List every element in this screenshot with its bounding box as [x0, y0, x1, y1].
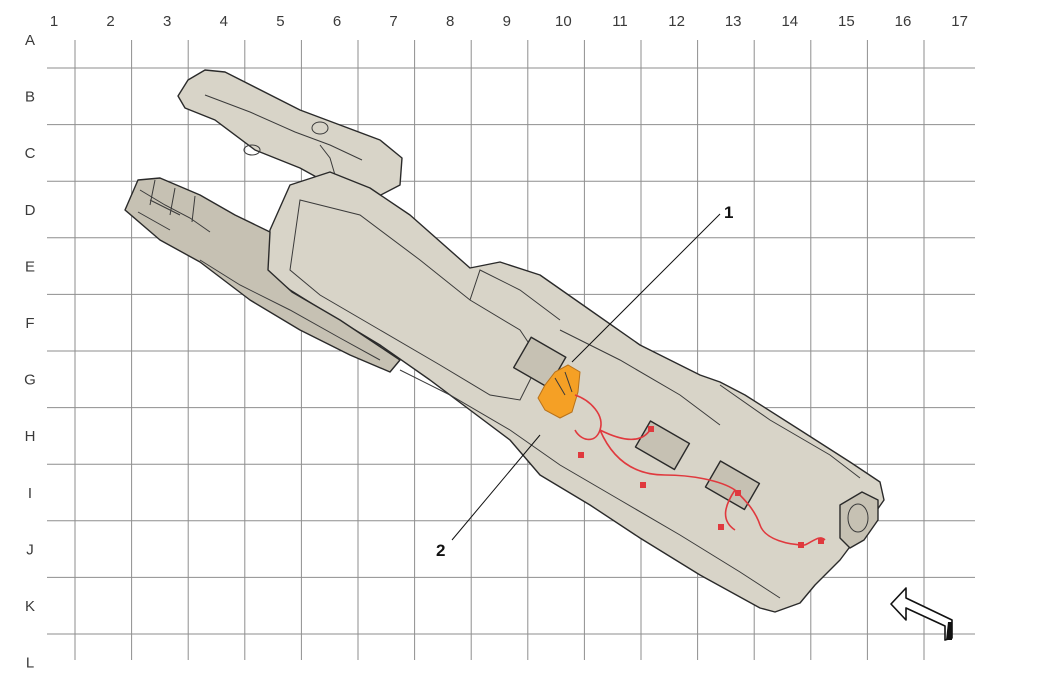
grid-row-label: E [25, 258, 35, 275]
grid-row-label: G [24, 372, 36, 389]
grid-column-label: 15 [838, 13, 855, 30]
grid-column-label: 5 [276, 13, 284, 30]
highlighted-component [537, 364, 581, 419]
grid-column-label: 9 [503, 13, 511, 30]
grid-column-label: 17 [951, 13, 968, 30]
wiring-harness [574, 394, 826, 546]
grid-row-label: H [25, 428, 36, 445]
grid-row-label: K [25, 598, 35, 615]
grid-row-label: J [26, 541, 34, 558]
lower-rail [399, 369, 781, 599]
upper-arm-housing [177, 69, 403, 199]
grid-row-label: C [25, 145, 36, 162]
rear-end-cap [839, 491, 879, 549]
grid-column-label: 8 [446, 13, 454, 30]
grid-column-label: 16 [895, 13, 912, 30]
grid-row-label: L [26, 655, 34, 672]
grid-row-label: F [25, 315, 34, 332]
left-storage-tray [124, 177, 401, 373]
wiring-connectors [578, 426, 824, 548]
grid-column-label: 7 [389, 13, 397, 30]
grid-row-label: A [25, 32, 35, 49]
center-console-assembly [124, 69, 885, 613]
grid-row-label: D [25, 202, 36, 219]
grid-column-label: 14 [781, 13, 798, 30]
grid-column-label: 11 [612, 13, 628, 30]
grid-row-label: B [25, 89, 35, 106]
grid-column-label: 4 [220, 13, 228, 30]
grid-column-label: 2 [106, 13, 114, 30]
grid-row-labels: A B C D E F G H I J K L [24, 32, 36, 672]
grid-column-label: 13 [725, 13, 742, 30]
module-housing [704, 460, 761, 511]
grid-column-label: 1 [50, 13, 58, 30]
callout-leaders [451, 213, 721, 541]
callout-1-label: 1 [724, 203, 733, 222]
view-direction-arrow-icon [890, 587, 953, 641]
center-recess [289, 199, 541, 401]
grid-column-label: 3 [163, 13, 171, 30]
grid-column-label: 12 [668, 13, 685, 30]
switch-housing [634, 420, 691, 471]
callout-2-label: 2 [436, 541, 445, 560]
grid-row-label: I [28, 485, 32, 502]
grid-column-label: 10 [555, 13, 572, 30]
grid-column-label: 6 [333, 13, 341, 30]
